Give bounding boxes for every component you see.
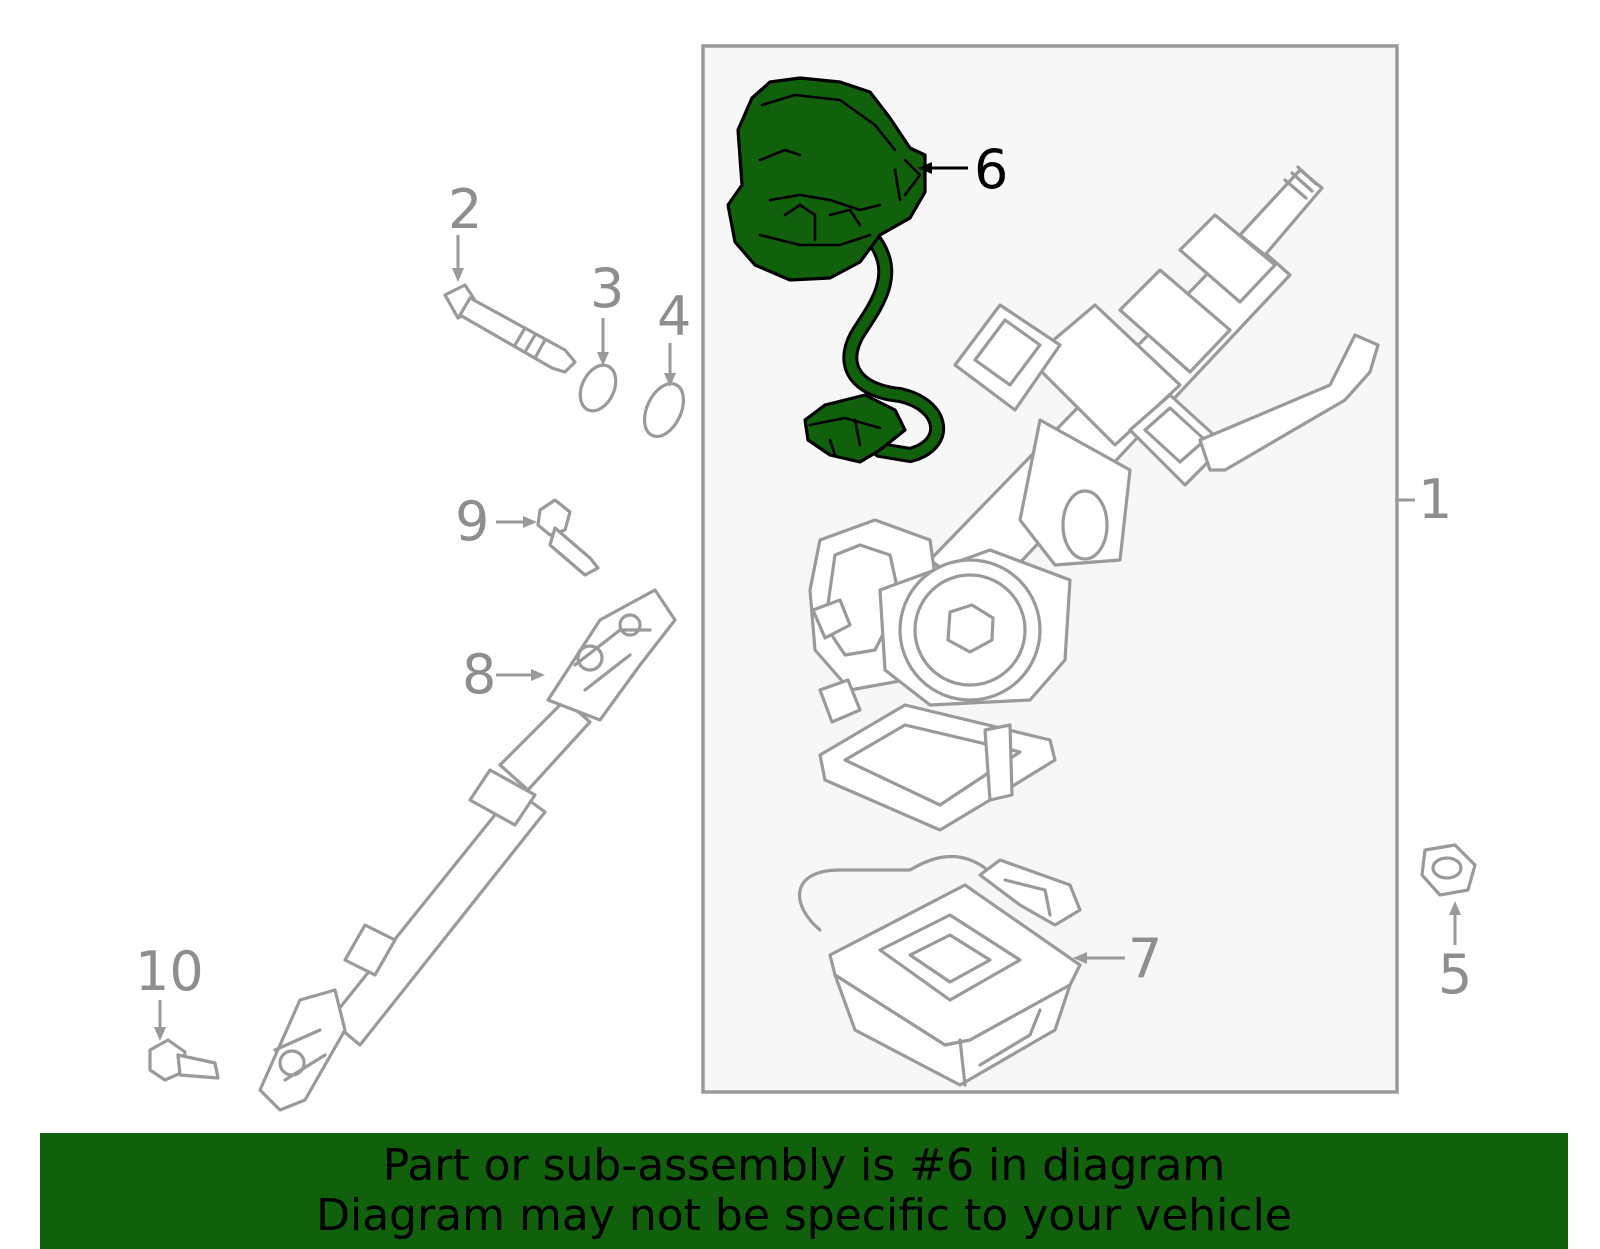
control-module-part bbox=[797, 855, 1082, 1087]
o-ring-3 bbox=[578, 363, 618, 413]
callout-8: 8 bbox=[462, 643, 496, 706]
callout-9: 9 bbox=[455, 490, 489, 553]
info-banner: Part or sub-assembly is #6 in diagram Di… bbox=[40, 1133, 1568, 1249]
nut-part bbox=[1420, 843, 1477, 897]
banner-line-1: Part or sub-assembly is #6 in diagram bbox=[382, 1140, 1226, 1191]
callout-4: 4 bbox=[657, 285, 691, 348]
callout-3: 3 bbox=[590, 257, 624, 320]
bolt-10-part bbox=[148, 1038, 220, 1082]
bolt-part bbox=[443, 283, 577, 374]
callout-2: 2 bbox=[448, 178, 482, 241]
intermediate-shaft-part bbox=[258, 588, 677, 1112]
leader-lines bbox=[154, 162, 1461, 1041]
callout-6: 6 bbox=[974, 138, 1008, 201]
callout-7: 7 bbox=[1128, 927, 1162, 990]
steering-column-part bbox=[808, 165, 1380, 832]
banner-line-2: Diagram may not be specific to your vehi… bbox=[316, 1190, 1292, 1241]
callout-1: 1 bbox=[1418, 468, 1452, 531]
part-6-highlighted bbox=[726, 76, 945, 464]
bolt-9-part bbox=[536, 498, 600, 577]
o-ring-4 bbox=[642, 382, 686, 438]
callout-10: 10 bbox=[135, 940, 204, 1003]
callout-5: 5 bbox=[1438, 943, 1472, 1006]
